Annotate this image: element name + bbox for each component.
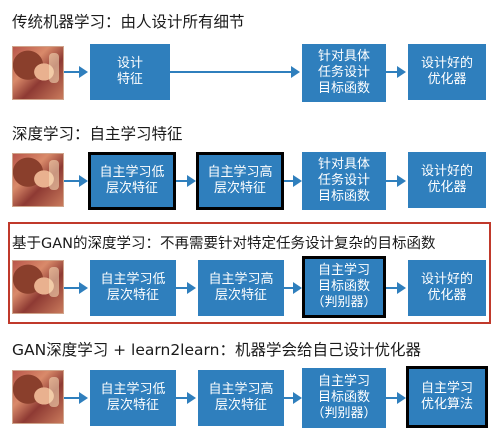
box-task-objective: 针对具体 任务设计 目标函数 xyxy=(302,44,386,102)
box-designed-optimizer: 设计好的 优化器 xyxy=(408,260,486,316)
arrow xyxy=(64,175,88,187)
arrow xyxy=(386,175,406,187)
arrow xyxy=(386,392,406,404)
section-1-title: 传统机器学习：由人设计所有细节 xyxy=(12,13,245,31)
section-3-title: 基于GAN的深度学习：不再需要针对特定任务设计复杂的目标函数 xyxy=(12,236,436,252)
box-learned-optimizer: 自主学习 优化算法 xyxy=(406,366,488,428)
arrow xyxy=(176,175,196,187)
lena-image xyxy=(12,153,64,207)
section-2-title: 深度学习：自主学习特征 xyxy=(12,125,183,143)
arrow xyxy=(64,392,88,404)
box-low-level-features: 自主学习低 层次特征 xyxy=(88,152,176,210)
arrow xyxy=(176,282,196,294)
arrow xyxy=(386,66,406,78)
lena-image xyxy=(12,46,64,100)
arrow xyxy=(176,392,196,404)
arrow xyxy=(64,282,88,294)
box-task-objective: 针对具体 任务设计 目标函数 xyxy=(302,152,386,210)
box-learned-objective-discriminator: 自主学习 目标函数 （判别器） xyxy=(302,368,386,428)
arrow xyxy=(284,175,302,187)
box-designed-optimizer: 设计好的 优化器 xyxy=(408,152,486,208)
box-low-level-features: 自主学习低 层次特征 xyxy=(90,260,176,316)
arrow xyxy=(170,66,300,78)
lena-image xyxy=(12,260,64,314)
box-low-level-features: 自主学习低 层次特征 xyxy=(90,370,176,426)
arrow xyxy=(284,282,302,294)
box-designed-optimizer: 设计好的 优化器 xyxy=(408,44,486,100)
arrow xyxy=(284,392,302,404)
lena-image xyxy=(12,370,64,424)
box-high-level-features: 自主学习高 层次特征 xyxy=(198,260,284,316)
box-design-features: 设计 特征 xyxy=(90,44,170,100)
section-4-title: GAN深度学习 + learn2learn：机器学会给自己设计优化器 xyxy=(12,341,421,359)
arrow xyxy=(386,282,406,294)
box-learned-objective-discriminator: 自主学习 目标函数 （判别器） xyxy=(302,256,386,318)
box-high-level-features: 自主学习高 层次特征 xyxy=(198,370,284,426)
highlight-frame xyxy=(8,222,491,324)
arrow xyxy=(64,66,88,78)
box-high-level-features: 自主学习高 层次特征 xyxy=(196,152,284,210)
